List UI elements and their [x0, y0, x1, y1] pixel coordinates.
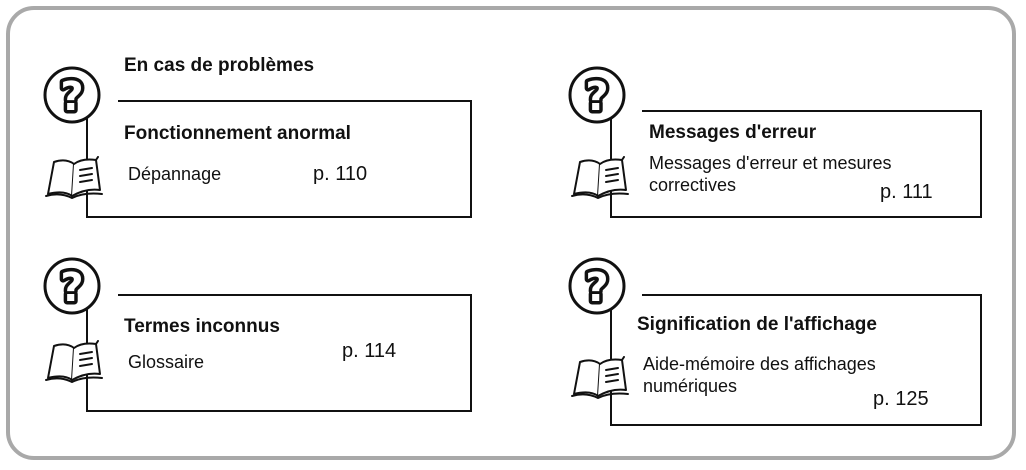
page-reference[interactable]: p. 110: [313, 163, 368, 185]
card-description: Glossaire: [128, 352, 205, 372]
card-description: Messages d'erreur et mesures correctives: [649, 152, 892, 196]
description-line-2: numériques: [643, 376, 738, 396]
card-description: Aide-mémoire des affichages numériques: [643, 353, 876, 397]
card-description: Dépannage: [128, 164, 222, 184]
svg-text:?: ?: [585, 265, 608, 311]
card-title: Fonctionnement anormal: [124, 123, 351, 144]
description-line-1: Messages d'erreur et mesures: [649, 153, 892, 173]
question-mark-icon: ? ?: [42, 65, 102, 125]
svg-text:?: ?: [60, 74, 83, 120]
description-line-1: Aide-mémoire des affichages: [643, 354, 876, 374]
outer-frame: [6, 6, 1016, 460]
page-reference[interactable]: p. 111: [880, 181, 933, 203]
svg-text:?: ?: [585, 74, 608, 120]
open-book-icon: [44, 340, 104, 384]
page-reference[interactable]: p. 125: [873, 388, 929, 410]
svg-text:?: ?: [60, 265, 83, 311]
card-title: Signification de l'affichage: [637, 314, 877, 335]
svg-text:?: ?: [60, 74, 83, 120]
svg-text:?: ?: [585, 74, 608, 120]
open-book-icon: [570, 356, 630, 400]
question-mark-icon: ? ?: [42, 256, 102, 316]
card-title: Messages d'erreur: [649, 122, 817, 143]
card-title: Termes inconnus: [124, 316, 280, 337]
card-unknown-terms[interactable]: [86, 294, 472, 412]
open-book-icon: [570, 156, 630, 200]
question-mark-icon: ? ?: [567, 256, 627, 316]
open-book-icon: [44, 156, 104, 200]
description-line-2: correctives: [649, 175, 737, 195]
svg-text:?: ?: [585, 265, 608, 311]
card-abnormal-operation[interactable]: [86, 100, 472, 218]
page-reference[interactable]: p. 114: [342, 340, 397, 362]
section-heading: En cas de problèmes: [124, 55, 315, 76]
svg-text:?: ?: [60, 265, 83, 311]
question-mark-icon: ? ?: [567, 65, 627, 125]
